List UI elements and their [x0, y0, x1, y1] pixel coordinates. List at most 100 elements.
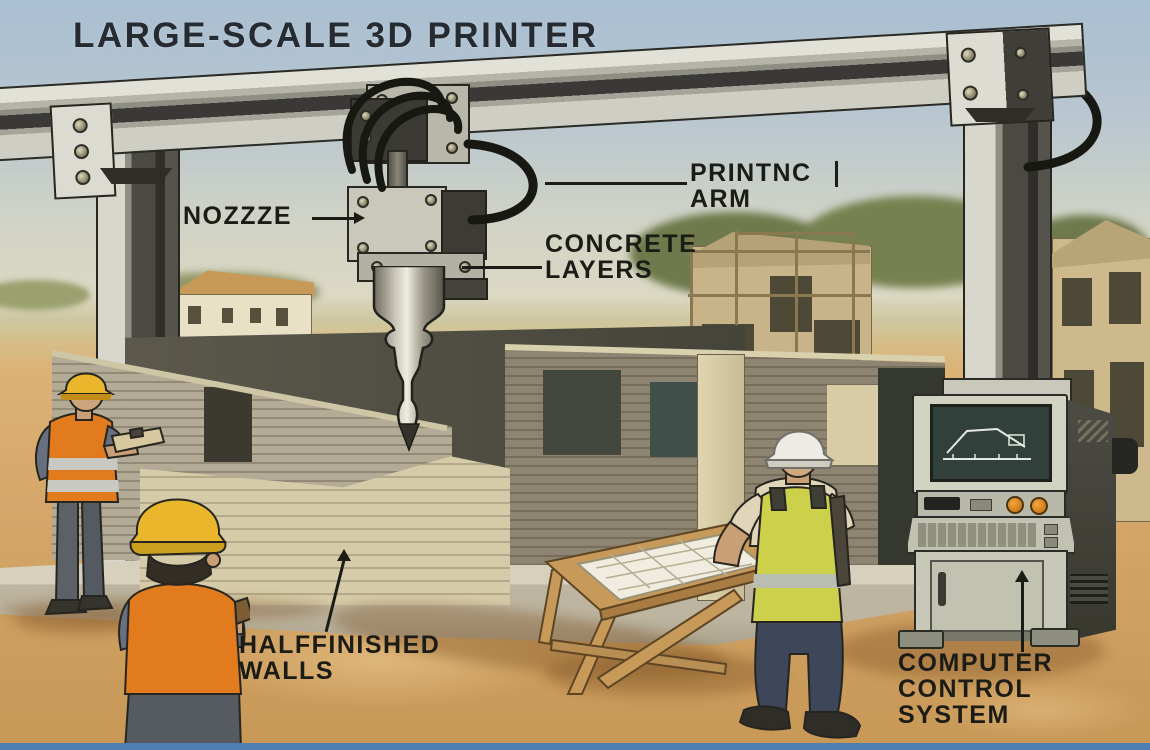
cabinet-foot: [898, 630, 944, 649]
readout-display: [924, 497, 960, 510]
nozzle-tip: [397, 423, 421, 452]
worker-left-clipboard: [35, 372, 166, 616]
printer-nozzle: [372, 266, 446, 452]
bottom-blue-strip: [0, 743, 1150, 750]
worker-helmet: [129, 498, 227, 543]
computer-side-vents-bottom: [1070, 574, 1108, 604]
screen-wireframe: [943, 427, 1031, 460]
bolt: [75, 169, 91, 186]
label-nozzle: NOZZZE: [183, 202, 292, 230]
bolt: [73, 143, 90, 160]
door-handle: [938, 572, 946, 606]
worker-foreground-back: [118, 498, 250, 750]
worker-vest: [44, 412, 120, 503]
left-wall-window: [204, 387, 252, 462]
bolt: [960, 47, 977, 64]
bolt: [357, 196, 369, 208]
nozzle-mount-side: [441, 190, 487, 260]
page-title: LARGE-SCALE 3D PRINTER: [73, 16, 599, 55]
nozzle-callout-arrow: [354, 212, 365, 224]
worker-forearm: [712, 520, 752, 568]
label-computer-control: COMPUTER CONTROL SYSTEM: [898, 650, 1053, 728]
house-a-window: [770, 276, 812, 332]
helmet-brim: [764, 459, 834, 469]
control-strip: [916, 490, 1066, 520]
computer-knob: [1112, 438, 1138, 474]
worker-shoe: [738, 705, 792, 731]
helmet-brim: [60, 394, 112, 400]
vest-strap: [768, 487, 788, 511]
worker-at-table: [712, 430, 862, 739]
table-leg: [538, 566, 566, 646]
right-wall-window-lit: [827, 385, 885, 465]
bolt: [446, 92, 458, 104]
shoulder-strap: [828, 494, 852, 588]
label-concrete-line2: LAYERS: [545, 256, 654, 284]
bolt: [1014, 46, 1028, 60]
worker-leg: [54, 501, 79, 603]
arm-callout-line: [545, 182, 687, 185]
concrete-callout-line: [462, 266, 542, 269]
worker-vest: [123, 582, 243, 695]
scaffolding-bar: [688, 250, 870, 253]
worker-pants: [754, 608, 844, 713]
helmet-brim: [129, 541, 227, 557]
tree-cluster-far-left: [0, 280, 90, 310]
label-computer-line2: CONTROL: [898, 675, 1033, 703]
worker-ear: [205, 552, 221, 568]
bolt: [1016, 88, 1030, 102]
scaffolding-pole: [690, 234, 693, 364]
nozzle-mount-front: [347, 186, 447, 262]
ground-light-patch-right: [930, 680, 1150, 740]
background-cottage: [168, 268, 314, 344]
label-concrete-line1: CONCRETE: [545, 230, 698, 258]
nozzle-callout-line: [312, 217, 356, 220]
computer-callout-arrow: [1015, 570, 1029, 582]
tray-button: [1044, 537, 1058, 548]
worker-leg: [80, 501, 106, 599]
label-printing-arm: PRINTNC ARM: [690, 160, 812, 212]
carriage-cables: [342, 77, 538, 225]
keyboard-tray: [906, 516, 1076, 554]
clipboard-clip: [128, 426, 145, 440]
worker-pants: [123, 689, 243, 750]
beam-left-end-plate: [49, 102, 117, 200]
cabinet-base: [912, 632, 1064, 641]
amber-button: [1030, 497, 1048, 515]
amber-button: [1006, 496, 1024, 514]
worker-shoe: [76, 595, 114, 612]
house-b-window: [1109, 272, 1141, 324]
bolt: [425, 240, 437, 252]
worker-vest: [750, 486, 844, 623]
bolt: [72, 117, 89, 134]
cottage-window: [188, 306, 201, 324]
worker-shoe: [802, 711, 862, 739]
bolt: [425, 194, 437, 206]
house-b-window: [1062, 278, 1092, 326]
worker-helmet: [763, 430, 835, 461]
tray-button: [1044, 524, 1058, 535]
scaffolding-pole: [735, 230, 738, 364]
label-half-finished-walls: HALFFINISHED WALLS: [239, 632, 440, 684]
vest-stripe: [48, 458, 118, 470]
scaffolding-pole: [795, 230, 798, 364]
scaffolding-pole: [852, 232, 855, 364]
cottage-window: [222, 308, 233, 323]
worker-shoe: [44, 599, 88, 616]
cabinet-foot: [1030, 628, 1080, 647]
left-column-bracket: [100, 168, 172, 184]
label-concrete-layers: CONCRETE LAYERS: [545, 231, 697, 283]
label-printing-arm-line1: PRINTNC: [690, 159, 812, 187]
label-computer-line1: COMPUTER: [898, 649, 1054, 677]
worker-helmet: [56, 372, 116, 395]
vest-stripe: [47, 480, 119, 492]
stray-bar-mark: [835, 161, 838, 187]
label-printing-arm-line2: ARM: [690, 185, 752, 213]
small-button: [970, 499, 992, 511]
cottage-door: [276, 308, 288, 326]
cottage-window: [250, 308, 261, 323]
vest-strap: [808, 485, 828, 509]
right-wall-window: [543, 370, 621, 455]
label-walls-line2: WALLS: [239, 657, 334, 685]
